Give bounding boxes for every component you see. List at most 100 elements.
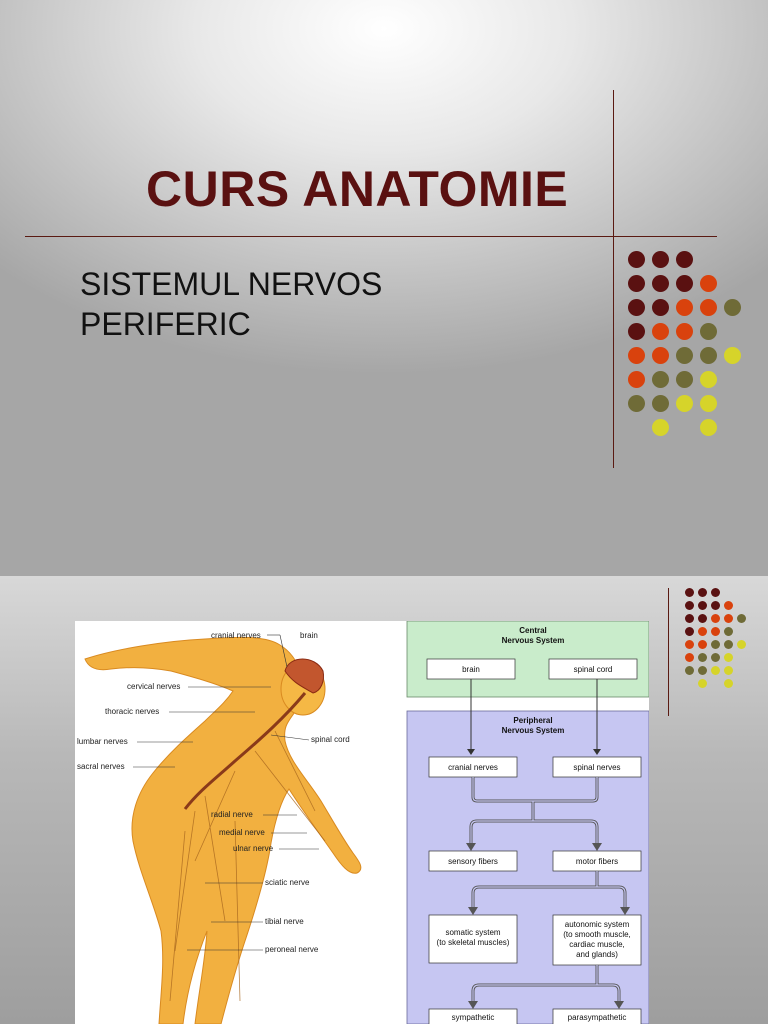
slide-subtitle: SISTEMUL NERVOS PERIFERIC: [80, 264, 382, 344]
box-spinal-nerves-label: spinal nerves: [573, 763, 620, 772]
box-spinal-cord-label: spinal cord: [574, 665, 613, 674]
decorative-dot: [676, 299, 693, 316]
label-cervical-nerves: cervical nerves: [127, 682, 180, 691]
label-radial-nerve: radial nerve: [211, 810, 253, 819]
label-ulnar-nerve: ulnar nerve: [233, 844, 274, 853]
box-spinal-cord: [548, 658, 638, 680]
pns-heading-2: Nervous System: [502, 726, 565, 735]
box-autonomic-system: [552, 914, 642, 966]
decorative-dot: [700, 395, 717, 412]
decorative-dot: [676, 251, 693, 268]
decorative-dot: [652, 323, 669, 340]
decorative-dot: [724, 299, 741, 316]
decorative-dot: [676, 395, 693, 412]
decorative-dot: [628, 395, 645, 412]
decorative-dot: [724, 347, 741, 364]
subtitle-line-1: SISTEMUL NERVOS: [80, 266, 383, 302]
decorative-dot: [676, 347, 693, 364]
label-peroneal-nerve: peroneal nerve: [265, 945, 319, 954]
decorative-dot: [628, 323, 645, 340]
subtitle-line-2: PERIFERIC: [80, 306, 251, 342]
label-brain: brain: [300, 631, 318, 640]
figure-svg: cranial nerves brain cervical nerves tho…: [77, 621, 649, 1024]
vertical-divider: [613, 90, 614, 468]
decorative-dot: [724, 627, 733, 636]
box-sensory-fibers: [428, 850, 518, 872]
decorative-dot: [652, 275, 669, 292]
vertical-divider: [668, 588, 669, 716]
decorative-dot: [652, 299, 669, 316]
box-autonomic-line2: (to smooth muscle,: [563, 930, 631, 939]
label-medial-nerve: medial nerve: [219, 828, 265, 837]
box-motor-fibers-label: motor fibers: [576, 857, 618, 866]
box-parasympathetic: [552, 1008, 642, 1024]
horizontal-divider: [25, 236, 717, 237]
diagram-slide: cranial nerves brain cervical nerves tho…: [0, 576, 768, 1024]
decorative-dot: [724, 601, 733, 610]
human-body-illustration: [84, 636, 362, 1024]
decorative-dot: [711, 627, 720, 636]
decorative-dot: [700, 347, 717, 364]
nervous-system-flowchart: Central Nervous System brain spinal cord…: [406, 621, 649, 1024]
slide-title: CURS ANATOMIE: [146, 161, 569, 217]
box-somatic-line2: (to skeletal muscles): [437, 938, 510, 947]
decorative-dot: [700, 323, 717, 340]
decorative-dot: [700, 419, 717, 436]
label-lumbar-nerves: lumbar nerves: [77, 737, 128, 746]
cns-heading-2: Nervous System: [502, 636, 565, 645]
anatomy-labels: cranial nerves brain cervical nerves tho…: [77, 631, 350, 954]
label-spinal-cord: spinal cord: [311, 735, 350, 744]
box-sympathetic-label: sympathetic: [452, 1013, 495, 1022]
box-cranial-nerves-label: cranial nerves: [448, 763, 498, 772]
decorative-dot: [628, 371, 645, 388]
box-somatic-system: [428, 914, 518, 964]
label-sacral-nerves: sacral nerves: [77, 762, 125, 771]
decorative-dot: [698, 588, 707, 597]
decorative-dot: [698, 601, 707, 610]
box-sympathetic: [428, 1008, 518, 1024]
decorative-dot: [628, 347, 645, 364]
decorative-dot: [685, 640, 694, 649]
box-brain-label: brain: [462, 665, 480, 674]
decorative-dot: [724, 679, 733, 688]
decorative-dot: [698, 653, 707, 662]
decorative-dot: [711, 588, 720, 597]
decorative-dot: [652, 395, 669, 412]
decorative-dot: [698, 679, 707, 688]
decorative-dot: [724, 614, 733, 623]
decorative-dot: [652, 347, 669, 364]
box-autonomic-line1: autonomic system: [565, 920, 630, 929]
decorative-dot: [652, 419, 669, 436]
label-tibial-nerve: tibial nerve: [265, 917, 304, 926]
pns-heading-1: Peripheral: [513, 716, 552, 725]
decorative-dot: [652, 371, 669, 388]
decorative-dot: [676, 275, 693, 292]
decorative-dot: [724, 640, 733, 649]
decorative-dot: [698, 627, 707, 636]
decorative-dot: [698, 666, 707, 675]
decorative-dot: [628, 299, 645, 316]
decorative-dot: [685, 653, 694, 662]
decorative-dot: [724, 653, 733, 662]
decorative-dot: [698, 614, 707, 623]
decorative-dot: [700, 275, 717, 292]
box-somatic-line1: somatic system: [445, 928, 500, 937]
decorative-dot: [685, 666, 694, 675]
decorative-dot: [685, 614, 694, 623]
decorative-dot: [628, 251, 645, 268]
label-sciatic-nerve: sciatic nerve: [265, 878, 310, 887]
decorative-dot: [724, 666, 733, 675]
decorative-dot: [711, 640, 720, 649]
label-cranial-nerves: cranial nerves: [211, 631, 261, 640]
decorative-dot: [711, 653, 720, 662]
label-thoracic-nerves: thoracic nerves: [105, 707, 159, 716]
decorative-dot: [685, 588, 694, 597]
nervous-system-figure: cranial nerves brain cervical nerves tho…: [75, 621, 649, 1024]
box-autonomic-line4: and glands): [576, 950, 618, 959]
decorative-dot: [652, 251, 669, 268]
decorative-dot: [698, 640, 707, 649]
decorative-dot: [711, 601, 720, 610]
cns-heading-1: Central: [519, 626, 547, 635]
decorative-dot: [737, 640, 746, 649]
box-autonomic-line3: cardiac muscle,: [569, 940, 625, 949]
